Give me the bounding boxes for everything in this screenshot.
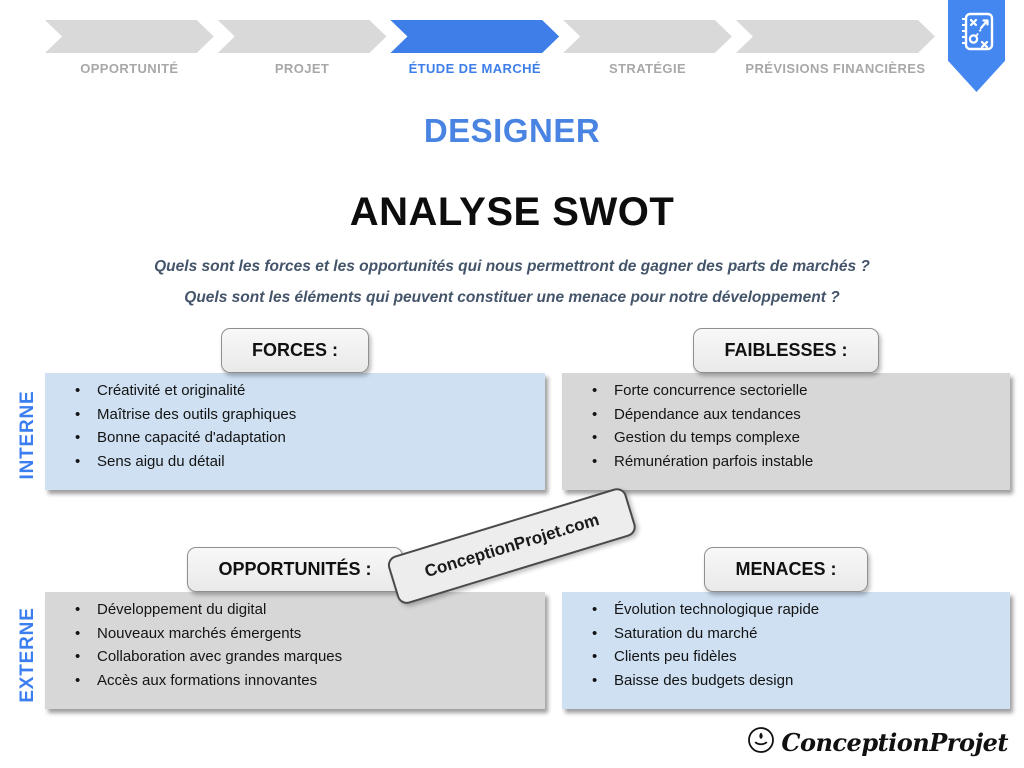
strategy-tactics-icon [959,10,995,92]
step-previsions-financieres: PRÉVISIONS FINANCIÈRES [736,20,935,76]
step-label: PRÉVISIONS FINANCIÈRES [745,61,926,76]
quadrant-forces-title: FORCES : [220,328,369,373]
quadrant-opportunites-panel: Développement du digital Nouveaux marché… [45,592,545,709]
chevron-arrow [45,20,214,53]
quadrant-opportunites: OPPORTUNITÉS : Développement du digital … [45,547,545,709]
step-etude-de-marche-active: ÉTUDE DE MARCHÉ [390,20,559,76]
list-item: Maîtrise des outils graphiques [45,403,545,427]
list-item: Accès aux formations innovantes [45,669,545,693]
list-item: Clients peu fidèles [562,645,1010,669]
quadrant-menaces-title: MENACES : [704,547,868,592]
list-item: Dépendance aux tendances [562,403,1010,427]
footer-logo-text: ConceptionProjet [781,728,1008,757]
step-opportunite: OPPORTUNITÉ [45,20,214,76]
row-label-interne: INTERNE [17,390,38,480]
quadrant-menaces-panel: Évolution technologique rapide Saturatio… [562,592,1010,709]
quadrant-forces: FORCES : Créativité et originalité Maîtr… [45,328,545,490]
chevron-arrow [218,20,387,53]
forces-list: Créativité et originalité Maîtrise des o… [45,373,545,473]
list-item: Nouveaux marchés émergents [45,622,545,646]
bookmark-ribbon [948,0,1005,92]
list-item: Baisse des budgets design [562,669,1010,693]
chevron-arrow-active [390,20,559,53]
menaces-list: Évolution technologique rapide Saturatio… [562,592,1010,692]
quadrant-menaces: MENACES : Évolution technologique rapide… [562,547,1010,709]
hand-logo-icon [747,726,775,759]
question-2: Quels sont les éléments qui peuvent cons… [184,289,840,306]
footer-logo: ConceptionProjet [747,726,1008,759]
opportunites-list: Développement du digital Nouveaux marché… [45,592,545,692]
step-label: PROJET [274,61,330,76]
list-item: Évolution technologique rapide [562,598,1010,622]
list-item: Collaboration avec grandes marques [45,645,545,669]
list-item: Créativité et originalité [45,379,545,403]
list-item: Forte concurrence sectorielle [562,379,1010,403]
list-item: Sens aigu du détail [45,450,545,474]
quadrant-opportunites-title: OPPORTUNITÉS : [187,547,403,592]
step-strategie: STRATÉGIE [563,20,732,76]
list-item: Saturation du marché [562,622,1010,646]
faiblesses-list: Forte concurrence sectorielle Dépendance… [562,373,1010,473]
quadrant-forces-panel: Créativité et originalité Maîtrise des o… [45,373,545,490]
list-item: Gestion du temps complexe [562,426,1010,450]
chevron-arrow [736,20,935,53]
step-projet: PROJET [218,20,387,76]
process-bar: OPPORTUNITÉ PROJET ÉTUDE DE MARCHÉ STRAT… [45,20,935,76]
chevron-arrow [563,20,732,53]
quadrant-faiblesses: FAIBLESSES : Forte concurrence sectoriel… [562,328,1010,490]
list-item: Rémunération parfois instable [562,450,1010,474]
quadrant-faiblesses-panel: Forte concurrence sectorielle Dépendance… [562,373,1010,490]
quadrant-faiblesses-title: FAIBLESSES : [693,328,879,373]
step-label: ÉTUDE DE MARCHÉ [408,61,541,76]
step-label: STRATÉGIE [609,61,687,76]
list-item: Développement du digital [45,598,545,622]
row-label-externe: EXTERNE [17,607,38,703]
step-label: OPPORTUNITÉ [80,61,179,76]
list-item: Bonne capacité d'adaptation [45,426,545,450]
slide-subtitle: ANALYSE SWOT [349,190,675,234]
question-1: Quels sont les forces et les opportunité… [154,258,870,275]
page-title: DESIGNER [423,112,601,149]
